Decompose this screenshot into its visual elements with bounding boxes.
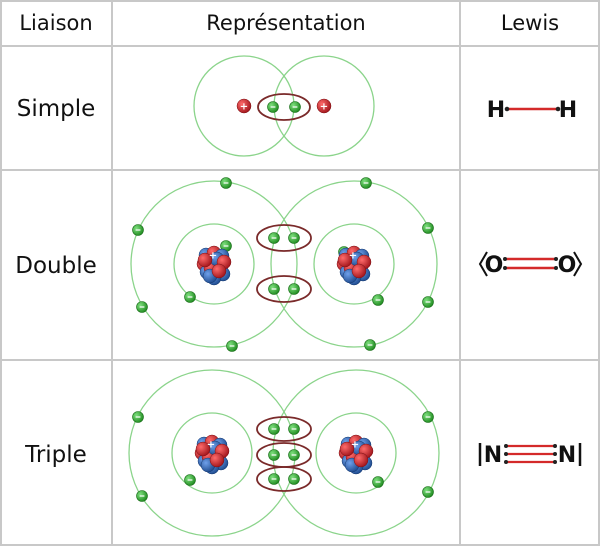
electron-minus-sign [187, 479, 193, 481]
proton [351, 263, 367, 279]
lewis-bond-dot [504, 444, 508, 448]
proton-plus-sign: + [207, 440, 215, 451]
proton-plus-sign: + [351, 440, 359, 451]
shared-electron-pair-loop [256, 442, 312, 468]
lewis-o-right-lone-pair-bracket [573, 251, 583, 277]
lewis-bond-dot [553, 460, 557, 464]
proton [209, 452, 225, 468]
row-label-double: Double [15, 253, 97, 279]
electron-shell [313, 223, 395, 305]
proton [236, 98, 252, 114]
lewis-h2-left-atom: H [487, 98, 505, 123]
lewis-h2: H H [487, 98, 577, 123]
electron-minus-sign [292, 106, 298, 108]
electron-minus-sign [363, 182, 369, 184]
electron-minus-sign [291, 454, 297, 456]
electron-minus-sign [187, 296, 193, 298]
lewis-bond-dot [555, 106, 561, 112]
lewis-n2: N N [478, 443, 582, 468]
lewis-o2-right-atom: O [558, 253, 577, 278]
lewis-o2: O O [478, 251, 583, 278]
electron-minus-sign [271, 478, 277, 480]
lewis-n2-left-atom: N [484, 443, 502, 468]
electron-minus-sign [139, 306, 145, 308]
electron-minus-sign [367, 344, 373, 346]
electron-minus-sign [291, 288, 297, 290]
electron-minus-sign [291, 428, 297, 430]
shared-electron-pair-loop [256, 275, 312, 303]
electron-minus-sign [291, 478, 297, 480]
lewis-bond-dot [504, 106, 510, 112]
electron-minus-sign [425, 301, 431, 303]
electron-minus-sign [223, 182, 229, 184]
electron-minus-sign [375, 481, 381, 483]
proton [337, 252, 353, 268]
electron-minus-sign [135, 229, 141, 231]
proton [197, 252, 213, 268]
proton [353, 452, 369, 468]
lewis-bond-dot [554, 266, 558, 270]
lewis-bond-dot [553, 444, 557, 448]
electron-shell [315, 412, 397, 494]
lewis-bond-dot [554, 257, 558, 261]
electron-minus-sign [139, 495, 145, 497]
header-representation: Représentation [206, 11, 366, 35]
proton-plus-sign: + [240, 102, 248, 113]
proton-plus-sign: + [320, 102, 328, 113]
shared-electron-pair-loop [256, 466, 312, 492]
electron-minus-sign [135, 416, 141, 418]
electron-minus-sign [271, 288, 277, 290]
lewis-n2-right-atom: N [558, 443, 576, 468]
lewis-h2-right-atom: H [559, 98, 577, 123]
shared-electron-pair-loop [257, 93, 311, 121]
lewis-bond-dot [553, 452, 557, 456]
proton [195, 441, 211, 457]
shared-electron-pair-loop [256, 416, 312, 442]
proton-plus-sign: + [349, 251, 357, 262]
lewis-o2-left-atom: O [485, 253, 504, 278]
row-label-triple: Triple [24, 442, 87, 468]
lewis-o-left-lone-pair-bracket [478, 251, 488, 277]
electron-minus-sign [229, 345, 235, 347]
electron-minus-sign [425, 227, 431, 229]
shared-electron-pair-loop [256, 224, 312, 252]
lewis-bond-dot [503, 266, 507, 270]
electron-minus-sign [270, 106, 276, 108]
lewis-bond-dot [504, 452, 508, 456]
electron-minus-sign [375, 299, 381, 301]
electron-minus-sign [425, 416, 431, 418]
electron-shell [130, 180, 298, 348]
lewis-bond-dot [503, 257, 507, 261]
electron-minus-sign [425, 491, 431, 493]
electron-shell [173, 223, 255, 305]
proton [211, 263, 227, 279]
header-liaison: Liaison [19, 11, 92, 35]
lewis-bond-dot [504, 460, 508, 464]
atom-drawings: + + + + + + [128, 55, 440, 537]
electron-minus-sign [223, 245, 229, 247]
proton [316, 98, 332, 114]
electron-minus-sign [291, 237, 297, 239]
electron-shell [171, 412, 253, 494]
row-label-simple: Simple [17, 96, 96, 122]
electron-minus-sign [271, 237, 277, 239]
proton [339, 441, 355, 457]
header-lewis: Lewis [501, 11, 559, 35]
electron-minus-sign [271, 454, 277, 456]
electron-shell [270, 180, 438, 348]
proton-plus-sign: + [209, 251, 217, 262]
electron-minus-sign [271, 428, 277, 430]
